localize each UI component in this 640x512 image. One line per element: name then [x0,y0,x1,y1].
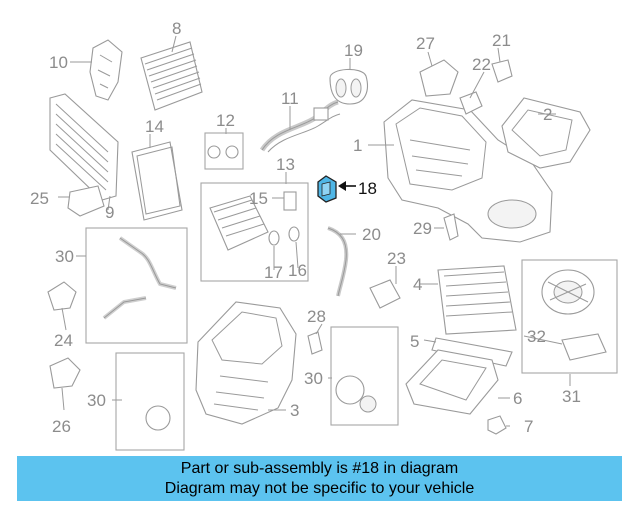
part-30-right-box [330,326,399,426]
label-27: 27 [416,34,435,53]
part-6-tray [405,349,499,415]
label-2: 2 [543,105,552,124]
part-31-hose-a-fill [118,236,177,290]
part-8-fins [144,47,202,101]
part-33-resistor [561,333,607,361]
part-31-box [85,227,188,344]
part-30-left-gear [145,405,171,431]
part-25-bracket [67,185,105,217]
part-28-clip [307,331,323,355]
part-9-evaporator [49,93,119,201]
part-3-face [211,311,283,365]
label-22: 22 [472,55,491,74]
part-10-bracket [89,39,123,101]
part-22-actuator [459,91,483,115]
banner-line-2: Diagram may not be specific to your vehi… [164,479,475,497]
label-25: 25 [30,189,49,208]
label-24: 24 [54,331,73,350]
part-19-hole-a [335,78,347,98]
label-1: 1 [353,136,362,155]
part-12-ring-b [225,145,239,159]
label-7: 7 [524,417,533,436]
part-26-actuator [49,357,81,389]
label-23: 23 [387,249,406,268]
part-4-filter [437,265,517,335]
part-31-hose-a [119,237,177,289]
part-19-hole-b [350,78,362,98]
label-21: 21 [492,31,511,50]
part-17-seal [268,230,280,246]
part-21-actuator [491,59,513,83]
leader-lines [58,35,571,427]
part-20-hose [327,227,347,297]
part-7-screw [487,415,507,435]
part-6-face [419,359,487,401]
label-9: 9 [105,203,114,222]
part-12-box [204,132,244,170]
part-30-right-small [359,395,377,413]
label-20: 20 [362,225,381,244]
part-13-fins [213,199,265,237]
label-14: 14 [145,117,164,136]
part-5-seal [431,337,513,367]
part-18-detail [321,181,331,197]
label-28: 28 [307,307,326,326]
label-6: 6 [513,389,522,408]
label-16: 16 [288,261,307,280]
label-31: 30 [55,247,74,266]
part-labels: 10 8 19 11 1 2 27 22 21 14 12 13 15 9 25… [30,19,581,436]
part-24-actuator [47,281,77,311]
part-3-ribs [213,375,269,411]
part-1-face [395,107,487,191]
label-10: 10 [49,53,68,72]
label-15: 15 [249,189,268,208]
part-12-ring-a [207,145,221,159]
label-13: 13 [276,155,295,174]
label-12: 12 [216,111,235,130]
part-14-frame [136,146,181,215]
part-2-face [511,109,573,157]
label-3: 3 [290,401,299,420]
part-3-lower-housing [195,301,297,425]
banner-line-1: Part or sub-assembly is #18 in diagram [180,459,459,477]
part-16-seal [288,226,300,242]
label-33: 32 [527,327,546,346]
part-13-box [200,182,309,282]
parts-diagram: 10 8 19 11 1 2 27 22 21 14 12 13 15 9 25… [30,19,618,451]
part-14-filter [131,141,183,221]
part-11-pipe2 [267,113,341,153]
label-30-left: 30 [87,391,106,410]
part-23-module [369,279,401,309]
label-19: 19 [344,41,363,60]
part-10-detail [97,54,113,89]
part-30-right-gear [335,375,365,405]
label-29: 29 [413,219,432,238]
label-17: 17 [264,263,283,282]
part-30-left-box [115,352,185,451]
part-18-arrow [338,181,346,191]
info-banner: Part or sub-assembly is #18 in diagram D… [17,456,622,501]
part-29-sensor [443,213,459,241]
part-20-hose-fill [327,226,349,297]
part-32-blades [547,281,589,303]
part-11-block [313,107,329,121]
part-15-sensor [283,191,297,211]
part-9-fins [55,103,109,191]
part-31-hose-b-fill [102,296,147,320]
label-5: 5 [410,332,419,351]
part-1-opening [487,199,537,229]
part-32-box [521,259,618,374]
parts-diagram-svg: 10 8 19 11 1 2 27 22 21 14 12 13 15 9 25… [30,19,618,451]
label-8: 8 [172,19,181,38]
part-27-actuator [419,59,459,97]
label-11: 11 [281,89,299,108]
part-31-hose-b [103,297,147,319]
label-32: 31 [562,387,581,406]
label-30-right: 30 [304,369,323,388]
part-4-fins [443,271,513,317]
label-26: 26 [52,417,71,436]
label-18: 18 [358,179,377,198]
label-4: 4 [413,275,422,294]
part-1-ribs [409,139,471,177]
